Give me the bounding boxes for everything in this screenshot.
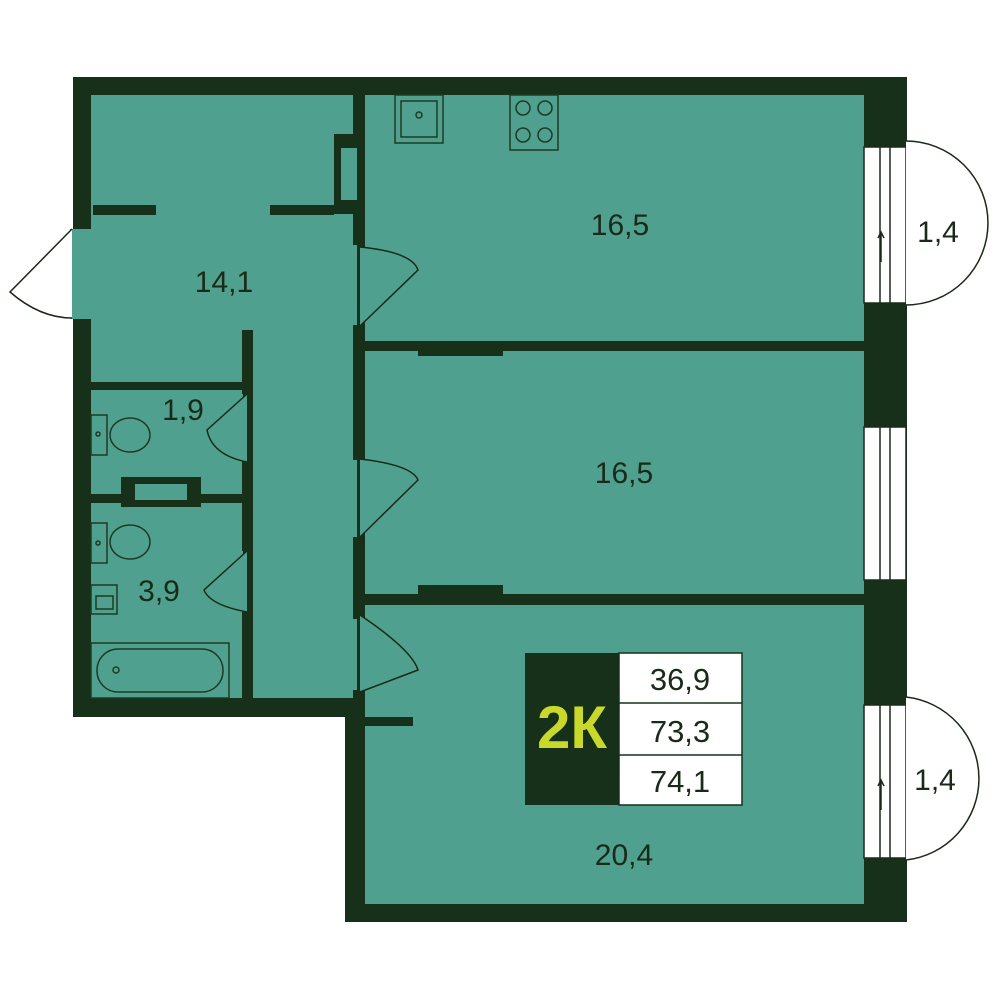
floor-hallway <box>91 95 357 384</box>
stove <box>509 94 559 151</box>
toilet-bowl <box>109 417 151 453</box>
area-summary: 2К 36,9 73,3 74,1 <box>525 652 743 806</box>
living-area-value: 36,9 <box>650 662 710 697</box>
total-area-value: 73,3 <box>650 714 710 749</box>
window-bedroom <box>863 426 907 581</box>
label-kitchen-area: 16,5 <box>591 209 649 242</box>
sink <box>394 94 444 144</box>
bathroom-fixtures <box>90 414 230 699</box>
label-balcony-top: 1,4 <box>917 216 959 249</box>
floor-bedroom <box>365 351 864 594</box>
ventilation-shafts <box>121 134 364 507</box>
room-labels: 16,5 14,1 1,9 3,9 16,5 20,4 1,4 1,4 <box>138 209 959 872</box>
label-bedroom-area: 16,5 <box>595 457 653 490</box>
total-with-balconies-value: 74,1 <box>650 764 710 799</box>
window-kitchen <box>863 146 907 304</box>
balcony-bottom <box>905 696 980 861</box>
floor-kitchen <box>365 95 864 342</box>
floor-corridor <box>253 384 357 698</box>
window-living <box>863 704 907 859</box>
toilet-bowl-bath <box>109 524 151 560</box>
label-toilet-area: 1,9 <box>162 394 204 427</box>
entrance-door <box>8 228 92 319</box>
windows <box>863 140 989 861</box>
bathtub <box>90 642 230 699</box>
label-hallway-area: 14,1 <box>195 266 253 299</box>
balcony-top <box>905 140 989 306</box>
kitchen-fixtures <box>394 94 559 151</box>
apartment-type: 2К <box>537 694 607 761</box>
label-balcony-bottom: 1,4 <box>914 764 956 797</box>
washbasin <box>90 584 118 615</box>
interior-walls <box>91 95 864 726</box>
label-bathroom-area: 3,9 <box>138 575 180 608</box>
label-living-area: 20,4 <box>595 839 653 872</box>
interior-doors <box>203 246 419 693</box>
